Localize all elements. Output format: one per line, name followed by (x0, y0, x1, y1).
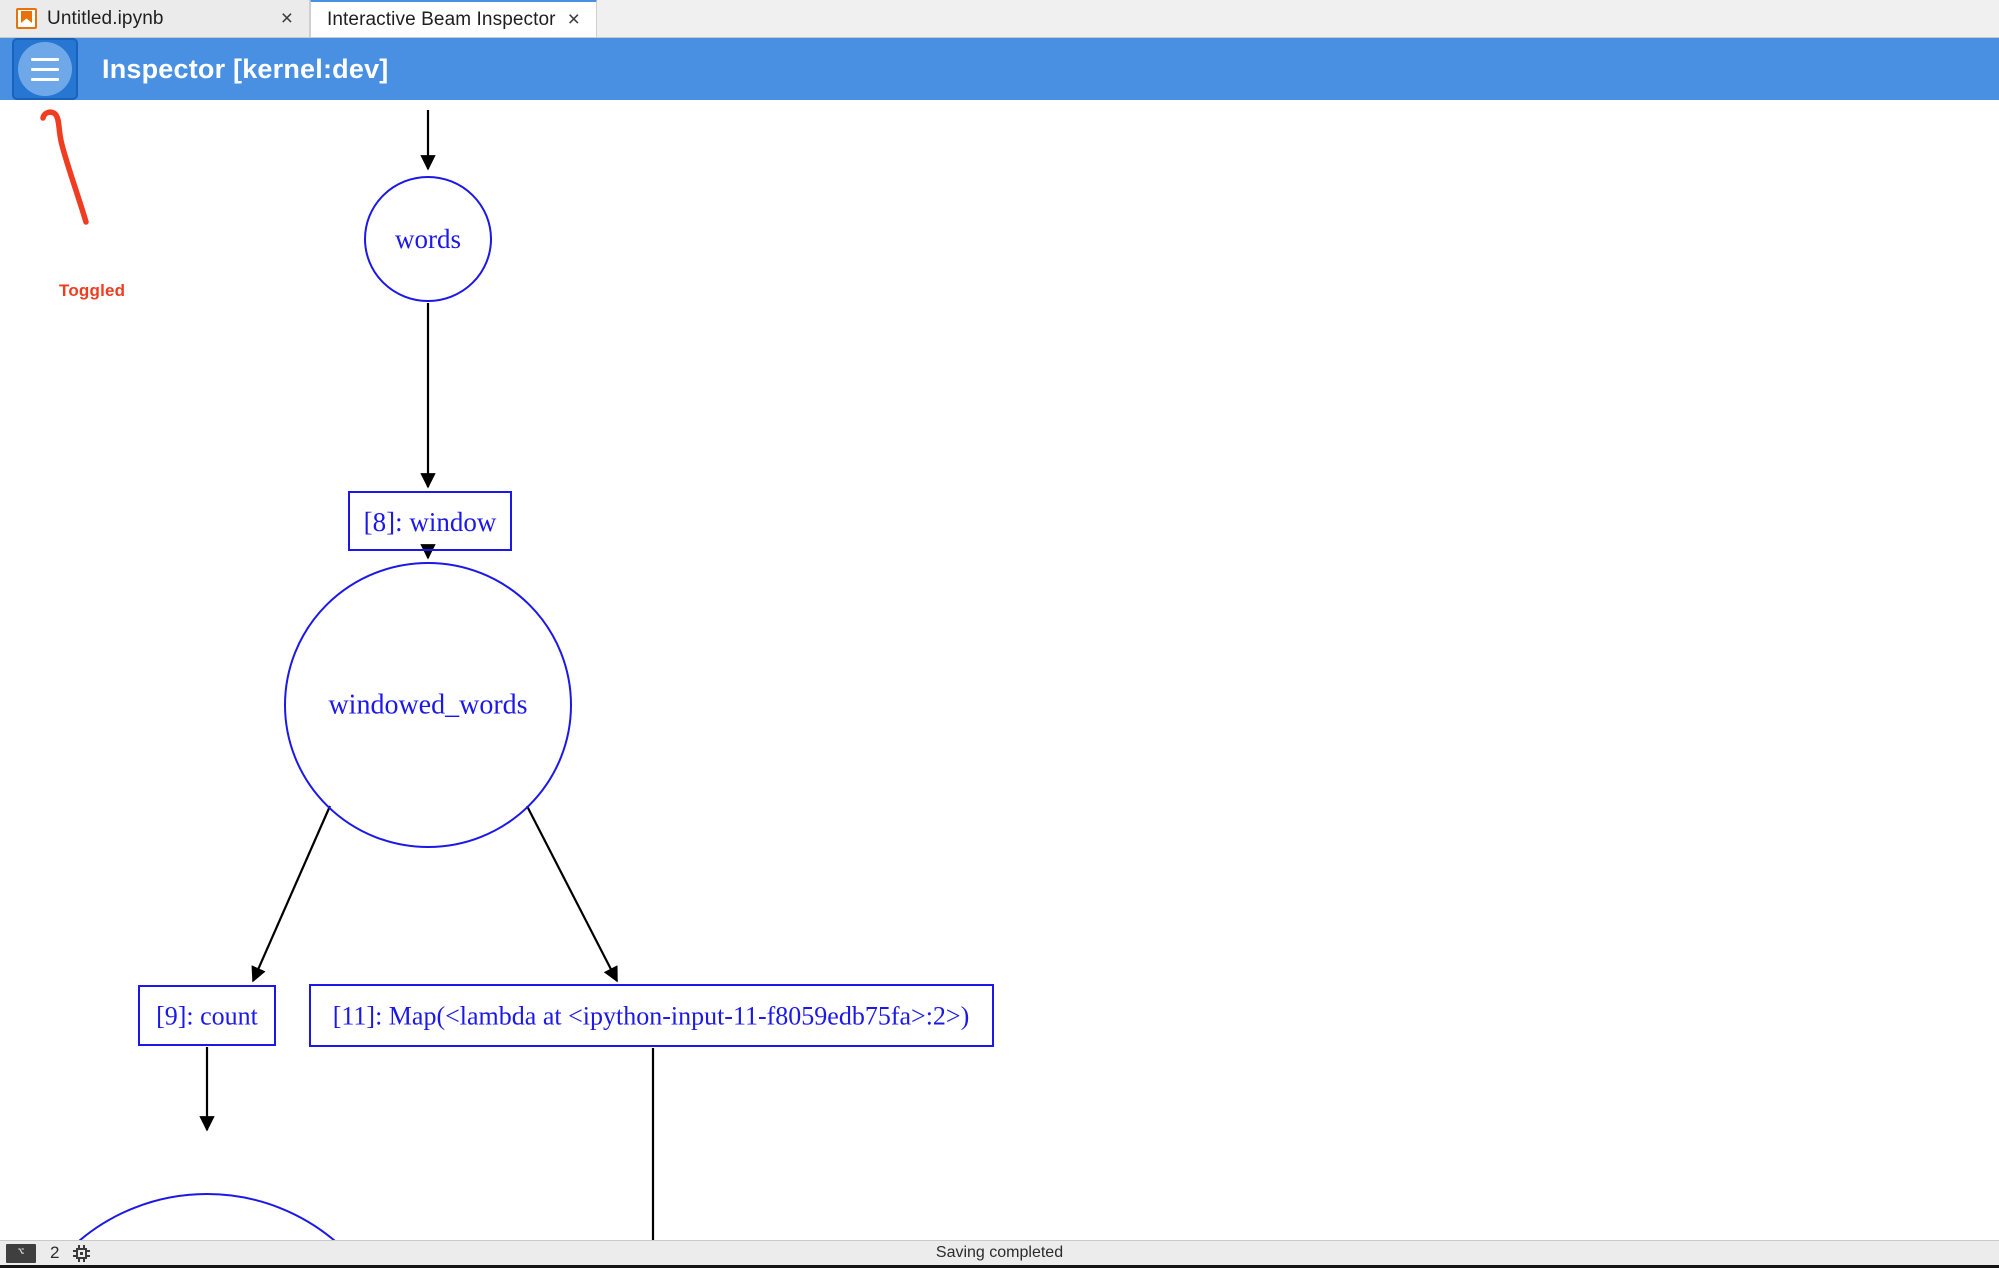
page-title: Inspector [kernel:dev] (102, 53, 389, 84)
graph-node-words[interactable]: words (364, 176, 492, 302)
terminal-glyph: ⌥ (17, 1246, 25, 1259)
graph-node-label: words (395, 224, 461, 254)
tab-bar: Untitled.ipynb × Interactive Beam Inspec… (0, 0, 1999, 38)
terminal-icon[interactable]: ⌥ (6, 1243, 36, 1263)
graph-node-count[interactable]: [9]: count (138, 985, 276, 1046)
graph-node-label: [9]: count (156, 1002, 259, 1031)
graph-canvas[interactable]: words [8]: window windowed_words [9]: co… (0, 100, 1999, 1240)
tab-untitled-ipynb[interactable]: Untitled.ipynb × (0, 0, 310, 37)
graph-node-map-lambda[interactable]: [11]: Map(<lambda at <ipython-input-11-f… (309, 984, 994, 1047)
edge-windowedwords-map (526, 805, 618, 983)
status-bar: ⌥ 2 Saving completed (0, 1240, 1999, 1268)
graph-edges (199, 110, 655, 1240)
status-bar-left: ⌥ 2 (0, 1243, 91, 1263)
edge-windowedwords-count (251, 805, 332, 983)
hamburger-menu-button[interactable] (12, 38, 78, 100)
graph-node-window[interactable]: [8]: window (348, 491, 512, 551)
kernel-chip-icon[interactable] (73, 1244, 91, 1262)
graph-node-label: windowed_words (328, 690, 527, 721)
tab-label: Interactive Beam Inspector (327, 8, 556, 30)
pipeline-graph: words [8]: window windowed_words [9]: co… (10, 110, 994, 1240)
hamburger-icon (18, 42, 72, 96)
tab-interactive-beam-inspector[interactable]: Interactive Beam Inspector × (310, 0, 597, 37)
close-icon[interactable]: × (280, 7, 293, 30)
kernel-count[interactable]: 2 (50, 1243, 60, 1262)
close-icon[interactable]: × (567, 8, 580, 31)
graph-node-windowed-words[interactable]: windowed_words (284, 562, 572, 848)
graph-nodes: words [8]: window windowed_words [9]: co… (10, 176, 994, 1240)
graph-node-windowed-word-counts[interactable]: windowed_word_counts (10, 1193, 404, 1240)
tab-label: Untitled.ipynb (47, 7, 164, 29)
notebook-icon (16, 8, 37, 29)
inspector-header: Inspector [kernel:dev] (0, 38, 1999, 100)
graph-node-label: [11]: Map(<lambda at <ipython-input-11-f… (333, 1002, 970, 1031)
annotation-label: Toggled (59, 281, 126, 300)
status-message: Saving completed (935, 1244, 1064, 1261)
graph-node-label: [8]: window (364, 507, 497, 537)
